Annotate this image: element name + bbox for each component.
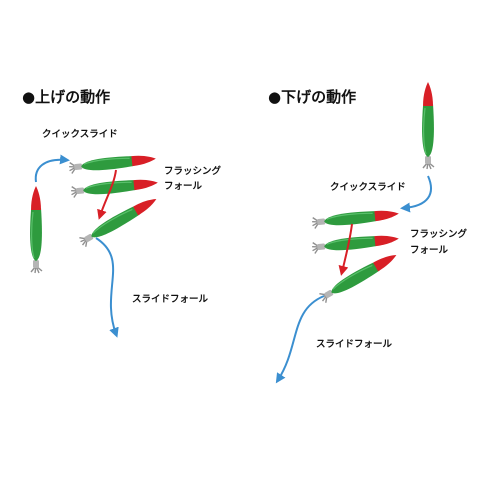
left-flushing-arrow xyxy=(97,169,117,220)
right-quick-slide-label: クイックスライド xyxy=(330,182,406,193)
right-flushing-label-2: フォール xyxy=(410,245,449,256)
left-slide-fall-label: スライドフォール xyxy=(132,294,209,305)
right-flushing-arrow xyxy=(338,223,353,276)
right-slide-fall-label: スライドフォール xyxy=(316,339,393,350)
left-flushing-label-1: フラッシング xyxy=(164,165,222,177)
left-jig-top xyxy=(67,152,158,175)
right-jig-middle xyxy=(310,232,401,255)
right-jig-top xyxy=(310,207,401,230)
left-quick-slide-arrow xyxy=(34,154,70,183)
right-quick-slide-arrow xyxy=(400,175,432,213)
left-panel: ●上げの動作 クイックスライド フラッシング フォール スライドフォール xyxy=(22,88,222,338)
right-panel: ●下げの動作 クイックスライド フラッシング フォール スライドフォール xyxy=(268,81,468,384)
right-slide-fall-arrow xyxy=(275,295,325,384)
left-slide-fall-arrow xyxy=(95,237,119,338)
left-title: ●上げの動作 xyxy=(22,88,110,106)
left-quick-slide-label: クイックスライド xyxy=(42,129,118,140)
left-jig-bottom xyxy=(77,193,161,249)
left-flushing-label-2: フォール xyxy=(164,181,203,192)
left-jig-vertical xyxy=(29,185,43,274)
right-flushing-label-1: フラッシング xyxy=(410,228,468,240)
right-jig-vertical xyxy=(421,81,435,170)
right-title: ●下げの動作 xyxy=(268,88,356,106)
right-jig-bottom xyxy=(317,249,401,305)
